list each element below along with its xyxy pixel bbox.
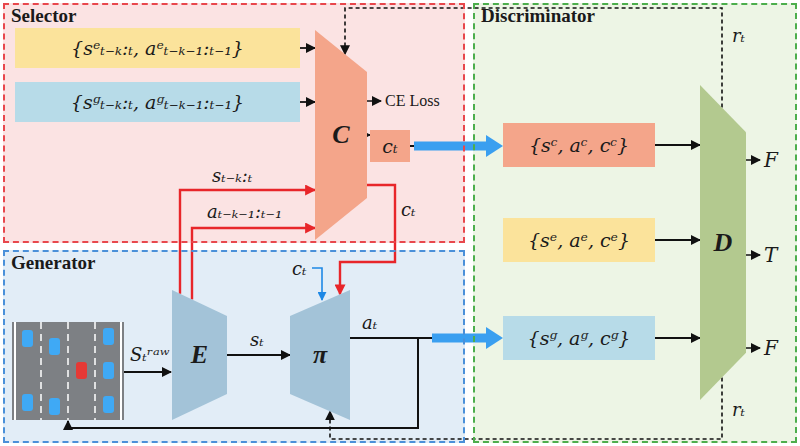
road-illustration [12, 322, 124, 420]
network-block: E [172, 290, 227, 420]
block-arrow-head [486, 327, 503, 349]
ce-loss-arrow [367, 100, 381, 102]
network-block: D [700, 85, 746, 400]
box-text: {sᵍ, aᵍ, cᵍ} [528, 326, 631, 350]
data-box: {sᵉₜ₋ₖ:ₜ, aᵉₜ₋ₖ₋₁:ₜ₋₁} [15, 28, 300, 68]
network-block: π [290, 290, 350, 420]
box-text: {sᵍₜ₋ₖ:ₜ, aᵍₜ₋ₖ₋₁:ₜ₋₁} [71, 90, 244, 114]
edge-label: aₜ₋ₖ₋₁:ₜ₋₁ [207, 200, 282, 224]
region-panel: GeneratorEπ [3, 250, 465, 443]
box-text: {sᵉ, aᵉ, cᵉ} [528, 228, 630, 252]
connector [192, 228, 315, 299]
connector [655, 240, 700, 241]
raw-state-arrow [124, 371, 171, 373]
block-arrow-head [486, 135, 503, 157]
data-box: {sᵉ, aᵉ, cᵉ} [503, 218, 655, 262]
connector [655, 338, 700, 339]
connector [300, 48, 315, 49]
raw-state-label: Sₜʳᵃʷ [130, 344, 169, 366]
connector-line [300, 47, 315, 49]
connector-line [192, 228, 315, 299]
edge-label: sₜ [250, 328, 264, 352]
data-box: cₜ [370, 130, 410, 162]
region-title: Selector [11, 6, 76, 26]
reward-connector [330, 377, 722, 439]
data-box: {sᶜ, aᶜ, cᶜ} [503, 123, 655, 167]
region-panel: Discriminator {sᶜ, aᶜ, cᶜ} {sᵉ, aᵉ, cᵉ} {sᵍ… [473, 3, 797, 443]
region-title: Generator [11, 253, 95, 273]
box-text: cₜ [382, 134, 397, 158]
connector-line [300, 101, 315, 103]
output-label: T [764, 243, 777, 267]
edge-label: sₜ₋ₖ:ₜ [212, 164, 252, 188]
connector-line [330, 377, 722, 439]
generator-ground [3, 250, 465, 443]
region-title: Discriminator [481, 6, 595, 26]
connector-line [655, 337, 700, 339]
trapezoid-fill [172, 290, 227, 420]
block-letter: π [313, 340, 327, 370]
edge-label: cₜ [401, 198, 416, 222]
action-label: aₜ [362, 312, 377, 334]
output-label: F [764, 336, 778, 360]
network-block: C [315, 30, 367, 240]
data-box: {sᵍₜ₋ₖ:ₜ, aᵍₜ₋ₖ₋₁:ₜ₋₁} [15, 82, 300, 122]
loss-label: CE Loss [385, 91, 440, 111]
connector-line [655, 239, 700, 241]
block-letter: E [191, 340, 208, 370]
output-arrow [746, 159, 760, 161]
action-loop [68, 338, 418, 428]
block-arrow-shaft [414, 142, 487, 151]
context-arrow [312, 268, 322, 300]
block-letter: C [332, 120, 349, 150]
data-flow-arrow [410, 135, 503, 157]
connector-line [410, 145, 414, 147]
connector [655, 145, 700, 146]
box-text: {sᶜ, aᶜ, cᶜ} [529, 133, 629, 157]
block-arrow-shaft [432, 334, 487, 343]
box-text: {sᵉₜ₋ₖ:ₜ, aᵉₜ₋ₖ₋₁:ₜ₋₁} [71, 36, 244, 60]
output-arrow [746, 347, 760, 349]
connector-line [227, 354, 290, 356]
edge-label: rₜ [732, 24, 745, 48]
connector-line [655, 144, 700, 146]
block-letter: D [714, 228, 733, 258]
connector [300, 102, 315, 103]
edge-label: rₜ [732, 398, 745, 422]
connector-line [350, 337, 432, 339]
output-arrow [746, 254, 760, 256]
connector [227, 355, 290, 356]
data-box: {sᵍ, aᵍ, cᵍ} [503, 316, 655, 360]
trapezoid-fill [700, 85, 746, 400]
discriminator-ground [473, 3, 797, 443]
trapezoid-fill [315, 30, 367, 240]
context-label: cₜ [292, 258, 307, 280]
trapezoid-fill [290, 290, 350, 420]
output-label: F [764, 148, 778, 172]
